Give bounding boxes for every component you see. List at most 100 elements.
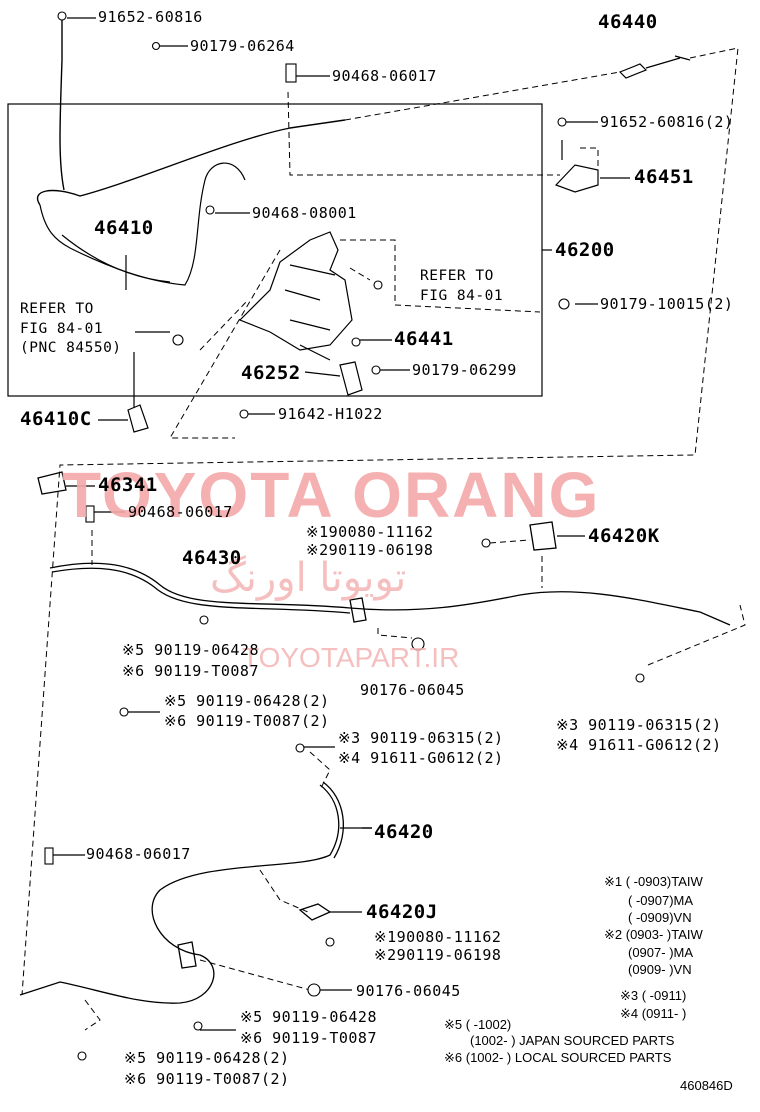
cable-46410-inner <box>61 234 171 283</box>
bolt-icon <box>371 365 381 375</box>
part-46451-shape <box>554 140 599 193</box>
part-46440-shape <box>618 55 691 79</box>
note-line: (0907- )MA <box>628 945 694 960</box>
cable-46430-inner <box>51 567 351 614</box>
clip-icon <box>85 505 95 523</box>
dashed-guide <box>199 299 249 351</box>
note-line: ( -0909)VN <box>628 910 692 925</box>
part-label-46420K[interactable]: 46420K <box>588 525 660 547</box>
refer-to-right[interactable]: REFER TO FIG 84-01 <box>420 267 503 306</box>
part-label-46410[interactable]: 46410 <box>94 217 154 239</box>
cable-46420-inner <box>322 781 345 859</box>
note-line: (1002- ) JAPAN SOURCED PARTS <box>470 1033 675 1048</box>
part-label-90179-06264[interactable]: 90179-06264 <box>190 37 295 55</box>
dashed-guide <box>169 249 281 439</box>
part-label-90119-06198-b[interactable]: ※290119-06198 <box>374 946 502 964</box>
part-46252-shape <box>339 361 363 396</box>
refer-line: FIG 84-01 <box>420 287 504 304</box>
bolt-icon <box>199 615 209 625</box>
note-line: ※2 (0903- )TAIW <box>604 927 703 942</box>
nut-icon <box>558 298 570 310</box>
bolt-icon <box>481 538 491 548</box>
part-label-46451[interactable]: 46451 <box>634 166 694 188</box>
cable-46420 <box>19 784 340 1004</box>
part-label-90179-10015[interactable]: 90179-10015(2) <box>600 295 734 313</box>
bolt-icon <box>77 1051 87 1061</box>
part-label-90119-T0087-b[interactable]: ※6 90119-T0087(2) <box>164 712 330 730</box>
grommet-icon <box>411 637 425 651</box>
bolt-icon <box>295 743 305 753</box>
dashed-guide <box>647 604 746 666</box>
bracket-mid <box>349 597 367 623</box>
note-line: ※6 (1002- ) LOCAL SOURCED PARTS <box>444 1050 672 1065</box>
part-46420K-shape <box>529 521 557 551</box>
note-line: ※4 (0911- ) <box>620 1006 687 1021</box>
part-label-46341[interactable]: 46341 <box>98 474 158 496</box>
part-label-46440[interactable]: 46440 <box>598 11 658 33</box>
bolt-icon <box>635 673 645 683</box>
clip-icon <box>151 41 161 51</box>
part-label-90080-11162-a[interactable]: ※190080-11162 <box>306 523 434 541</box>
note-line: ※1 ( -0903)TAIW <box>604 874 703 889</box>
dashed-guide <box>377 628 413 639</box>
bolt-icon <box>325 937 335 947</box>
part-label-90176-06045-a[interactable]: 90176-06045 <box>360 681 465 699</box>
dashed-guide <box>21 47 739 996</box>
part-label-46430[interactable]: 46430 <box>182 547 242 569</box>
part-label-91642-H1022[interactable]: 91642-H1022 <box>278 405 383 423</box>
part-label-90179-06299[interactable]: 90179-06299 <box>412 361 517 379</box>
dashed-guide <box>340 239 541 313</box>
part-label-46252[interactable]: 46252 <box>241 362 301 384</box>
part-label-90176-06045-b[interactable]: 90176-06045 <box>356 982 461 1000</box>
bolt-icon <box>172 334 184 346</box>
part-label-46420J[interactable]: 46420J <box>366 901 438 923</box>
dashed-guide <box>84 999 101 1031</box>
lever-assembly-shape <box>238 231 353 361</box>
grommet-icon <box>307 983 321 997</box>
part-label-90119-06315-b[interactable]: ※3 90119-06315(2) <box>556 716 722 734</box>
part-label-90119-06315-a[interactable]: ※3 90119-06315(2) <box>338 729 504 747</box>
dashed-guide <box>344 71 621 121</box>
dashed-guide <box>259 869 309 913</box>
part-label-91652-60816-2[interactable]: 91652-60816(2) <box>600 113 734 131</box>
part-label-91611-G0612-b[interactable]: ※4 91611-G0612(2) <box>556 736 722 754</box>
bolt-icon <box>57 11 67 21</box>
part-label-90119-06198-a[interactable]: ※290119-06198 <box>306 541 434 559</box>
part-label-90119-T0087-c[interactable]: ※6 90119-T0087 <box>240 1029 377 1047</box>
refer-line: (PNC 84550) <box>20 340 122 357</box>
part-label-90468-06017-b[interactable]: 90468-06017 <box>128 503 233 521</box>
part-46341-shape <box>37 471 67 495</box>
part-label-46200[interactable]: 46200 <box>555 239 615 261</box>
part-label-90468-06017-c[interactable]: 90468-06017 <box>86 845 191 863</box>
part-46410C-shape <box>127 404 149 433</box>
part-label-46420[interactable]: 46420 <box>374 821 434 843</box>
part-label-91611-G0612-a[interactable]: ※4 91611-G0612(2) <box>338 749 504 767</box>
part-label-90119-06428-b[interactable]: ※5 90119-06428(2) <box>164 692 330 710</box>
cable-46410-lower <box>39 162 246 286</box>
part-label-91652-60816[interactable]: 91652-60816 <box>98 8 203 26</box>
part-label-90119-T0087-d[interactable]: ※6 90119-T0087(2) <box>124 1070 290 1088</box>
part-label-90080-11162-b[interactable]: ※190080-11162 <box>374 928 502 946</box>
bolt-icon <box>373 280 383 290</box>
part-label-90119-T0087-a[interactable]: ※6 90119-T0087 <box>122 662 259 680</box>
note-line: ※5 ( -1002) <box>444 1017 512 1032</box>
dashed-guide <box>287 91 560 176</box>
bracket-low <box>177 941 197 969</box>
dashed-guide <box>309 751 331 791</box>
part-label-90468-06017[interactable]: 90468-06017 <box>332 67 437 85</box>
part-label-46441[interactable]: 46441 <box>394 328 454 350</box>
dashed-guide <box>489 539 531 544</box>
bolt-icon <box>239 409 249 419</box>
refer-line: FIG 84-01 <box>20 320 104 337</box>
part-label-90119-06428-c[interactable]: ※5 90119-06428 <box>240 1008 377 1026</box>
part-label-46410C[interactable]: 46410C <box>20 408 92 430</box>
nut-icon <box>351 337 361 347</box>
clip-icon <box>44 847 54 865</box>
part-label-90119-06428-a[interactable]: ※5 90119-06428 <box>122 641 259 659</box>
bolt-icon <box>119 707 129 717</box>
dashed-guide <box>580 147 599 170</box>
part-label-90468-08001[interactable]: 90468-08001 <box>252 204 357 222</box>
part-label-90119-06428-d[interactable]: ※5 90119-06428(2) <box>124 1049 290 1067</box>
refer-to-left[interactable]: REFER TO FIG 84-01 (PNC 84550) <box>20 300 122 359</box>
